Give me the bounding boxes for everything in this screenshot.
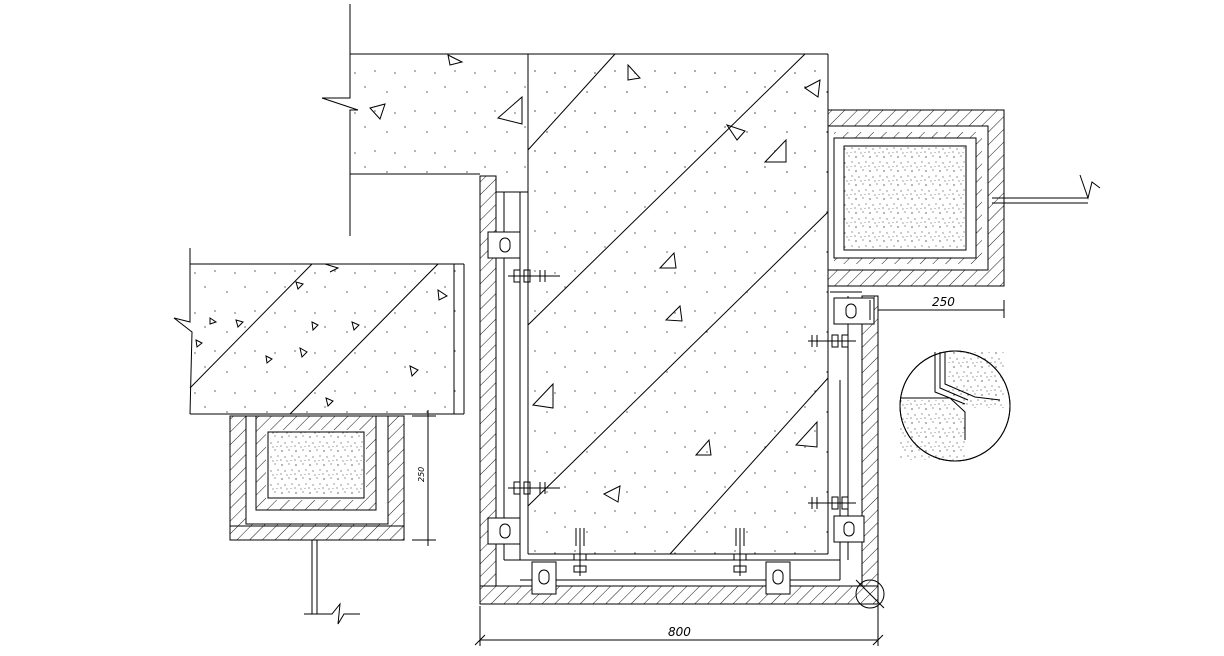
dimension-800: 800: [668, 625, 691, 639]
bottom-dimension: [474, 606, 884, 646]
dimension-250-left: 250: [417, 467, 426, 482]
right-box-section: [827, 109, 1101, 320]
dimension-250-right: 250: [932, 295, 955, 309]
central-box-cladding: [479, 175, 879, 605]
left-detail: [173, 248, 465, 625]
detail-circle: [899, 350, 1011, 462]
central-column: [527, 53, 829, 555]
anchor-brackets: [487, 231, 885, 609]
